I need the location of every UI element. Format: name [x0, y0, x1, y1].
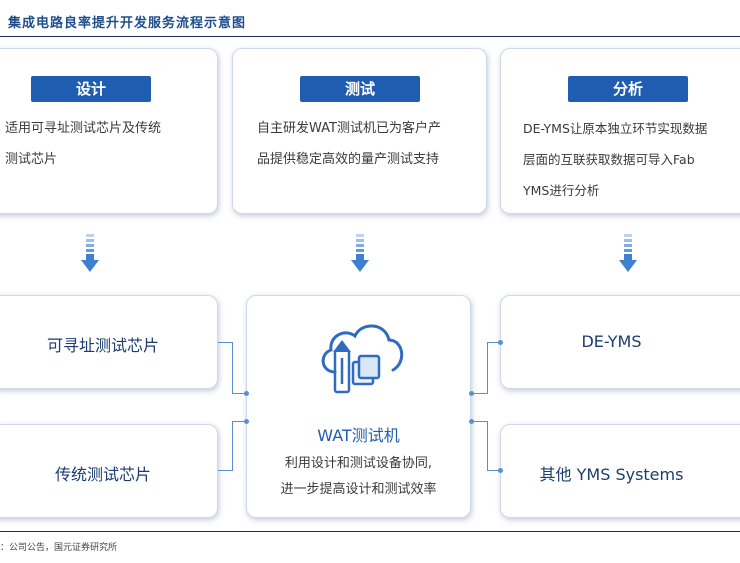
- connector-line: [471, 421, 487, 422]
- design-desc-line: 测试芯片: [5, 152, 58, 167]
- connector-line: [218, 470, 232, 471]
- connector-line: [218, 342, 232, 343]
- design-card: 设计 适用可寻址测试芯片及传统 测试芯片: [0, 48, 218, 214]
- cloud-transfer-icon: [321, 324, 404, 394]
- analysis-desc-line: 层面的互联获取数据可导入Fab: [523, 152, 695, 167]
- analysis-description: DE-YMS让原本独立环节实现数据 层面的互联获取数据可导入Fab YMS进行分…: [523, 113, 740, 206]
- connector-line: [232, 342, 233, 393]
- test-desc-line: 自主研发WAT测试机已为客户产: [257, 121, 441, 136]
- analysis-label: 分析: [568, 76, 688, 102]
- connector-line: [487, 470, 500, 471]
- down-arrow-icon: [351, 234, 369, 272]
- connector-line: [487, 342, 500, 343]
- connector-line: [232, 421, 246, 422]
- addressable-test-chip-card: 可寻址测试芯片: [0, 295, 218, 389]
- design-description: 适用可寻址测试芯片及传统 测试芯片: [5, 113, 215, 175]
- page-title: 集成电路良率提升开发服务流程示意图: [8, 16, 247, 31]
- connector-dot: [469, 391, 474, 396]
- wat-desc-line: 利用设计和测试设备协同,: [284, 456, 433, 471]
- bottom-divider: [0, 531, 740, 532]
- connector-dot: [244, 419, 249, 424]
- traditional-test-chip-label: 传统测试芯片: [54, 465, 151, 484]
- wat-tester-description: 利用设计和测试设备协同, 进一步提高设计和测试效率: [247, 451, 470, 503]
- down-arrow-icon: [81, 234, 99, 272]
- other-yms-label: 其他 YMS Systems: [539, 465, 684, 484]
- connector-line: [232, 393, 246, 394]
- traditional-test-chip-card: 传统测试芯片: [0, 424, 218, 518]
- analysis-desc-line: YMS进行分析: [523, 183, 600, 198]
- test-label: 测试: [300, 76, 420, 102]
- analysis-card: 分析 DE-YMS让原本独立环节实现数据 层面的互联获取数据可导入Fab YMS…: [500, 48, 740, 214]
- connector-line: [487, 421, 488, 471]
- connector-dot: [469, 419, 474, 424]
- analysis-desc-line: DE-YMS让原本独立环节实现数据: [523, 121, 708, 136]
- connector-dot: [498, 340, 503, 345]
- test-card: 测试 自主研发WAT测试机已为客户产 品提供稳定高效的量产测试支持: [232, 48, 487, 214]
- connector-dot: [498, 468, 503, 473]
- test-desc-line: 品提供稳定高效的量产测试支持: [257, 152, 440, 167]
- de-yms-card: DE-YMS: [500, 295, 740, 389]
- down-arrow-icon: [619, 234, 637, 272]
- top-divider: [0, 36, 740, 37]
- wat-tester-card: WAT测试机 利用设计和测试设备协同, 进一步提高设计和测试效率: [246, 295, 471, 518]
- source-note: ：公司公告，国元证券研究所: [0, 543, 118, 553]
- test-description: 自主研发WAT测试机已为客户产 品提供稳定高效的量产测试支持: [257, 113, 482, 175]
- connector-line: [471, 393, 487, 394]
- other-yms-card: 其他 YMS Systems: [500, 424, 740, 518]
- wat-desc-line: 进一步提高设计和测试效率: [280, 482, 437, 497]
- connector-line: [232, 421, 233, 471]
- de-yms-label: DE-YMS: [581, 332, 642, 351]
- connector-line: [487, 342, 488, 394]
- connector-dot: [244, 391, 249, 396]
- wat-tester-title: WAT测试机: [317, 426, 400, 445]
- design-label: 设计: [31, 76, 151, 102]
- design-desc-line: 适用可寻址测试芯片及传统: [5, 121, 162, 136]
- addressable-test-chip-label: 可寻址测试芯片: [46, 336, 159, 355]
